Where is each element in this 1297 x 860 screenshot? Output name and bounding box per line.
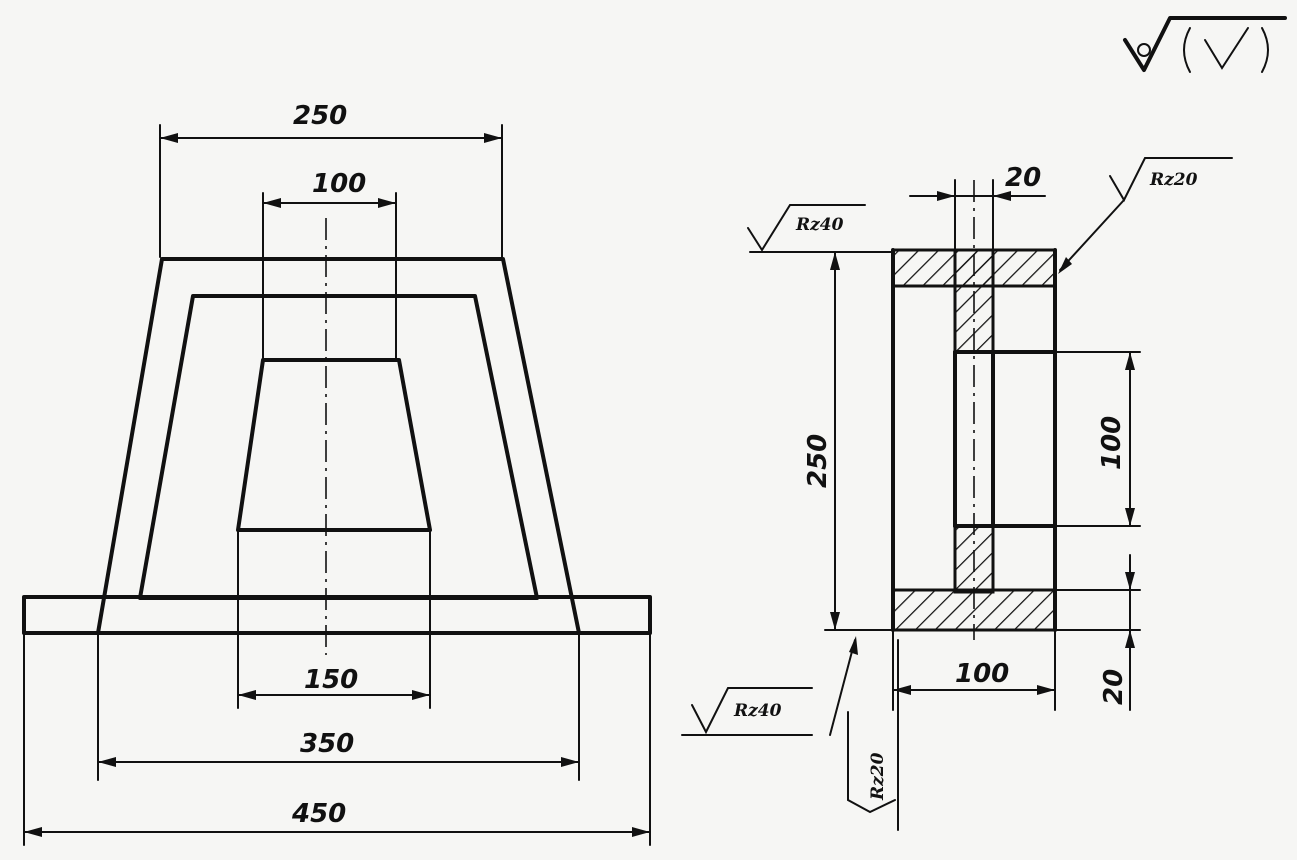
dim-web-thickness: 20 <box>909 163 1046 201</box>
dim-slot-height: 100 <box>1097 351 1135 527</box>
dim-label-inner-width: 350 <box>300 729 354 759</box>
dim-label-slot-bottom-width: 150 <box>304 665 358 695</box>
roughness-label: Rz20 <box>868 752 888 801</box>
dim-label-slot-height: 100 <box>1097 416 1127 470</box>
dim-label-flange-thickness: 20 <box>1099 669 1129 705</box>
slot-trapezoid <box>236 358 432 532</box>
roughness-label: Rz20 <box>1149 170 1198 190</box>
roughness-top-right: Rz20 <box>1058 157 1233 274</box>
roughness-bottom-vertical: Rz20 <box>847 711 896 814</box>
dim-base-width: 450 <box>23 799 651 837</box>
roughness-top-left: Rz40 <box>747 204 866 252</box>
roughness-bottom-left: Rz40 <box>681 636 858 736</box>
dim-label-web-thickness: 20 <box>1005 163 1041 193</box>
base-plate <box>22 595 652 635</box>
front-view: 250 100 150 350 450 <box>22 101 652 846</box>
dim-slot-top-width: 100 <box>262 169 397 208</box>
dim-label-top-width: 250 <box>293 101 347 131</box>
dim-depth: 100 <box>892 659 1056 695</box>
dim-top-width: 250 <box>159 101 503 143</box>
inner-trapezoid <box>138 294 539 600</box>
outer-trapezoid <box>96 257 581 635</box>
dim-slot-bottom-width: 150 <box>237 665 431 700</box>
dim-label-depth: 100 <box>955 659 1009 689</box>
dim-flange-thickness: 20 <box>1099 554 1135 711</box>
dim-label-base-width: 450 <box>291 799 346 829</box>
side-view: 250 20 100 20 100 <box>681 157 1233 831</box>
dim-label-height: 250 <box>803 434 833 488</box>
general-roughness-symbol <box>1123 16 1287 73</box>
roughness-label: Rz40 <box>795 215 844 235</box>
dim-inner-width: 350 <box>97 729 580 767</box>
roughness-label: Rz40 <box>733 701 782 721</box>
dim-height: 250 <box>803 251 840 631</box>
dim-label-slot-top-width: 100 <box>312 169 366 199</box>
